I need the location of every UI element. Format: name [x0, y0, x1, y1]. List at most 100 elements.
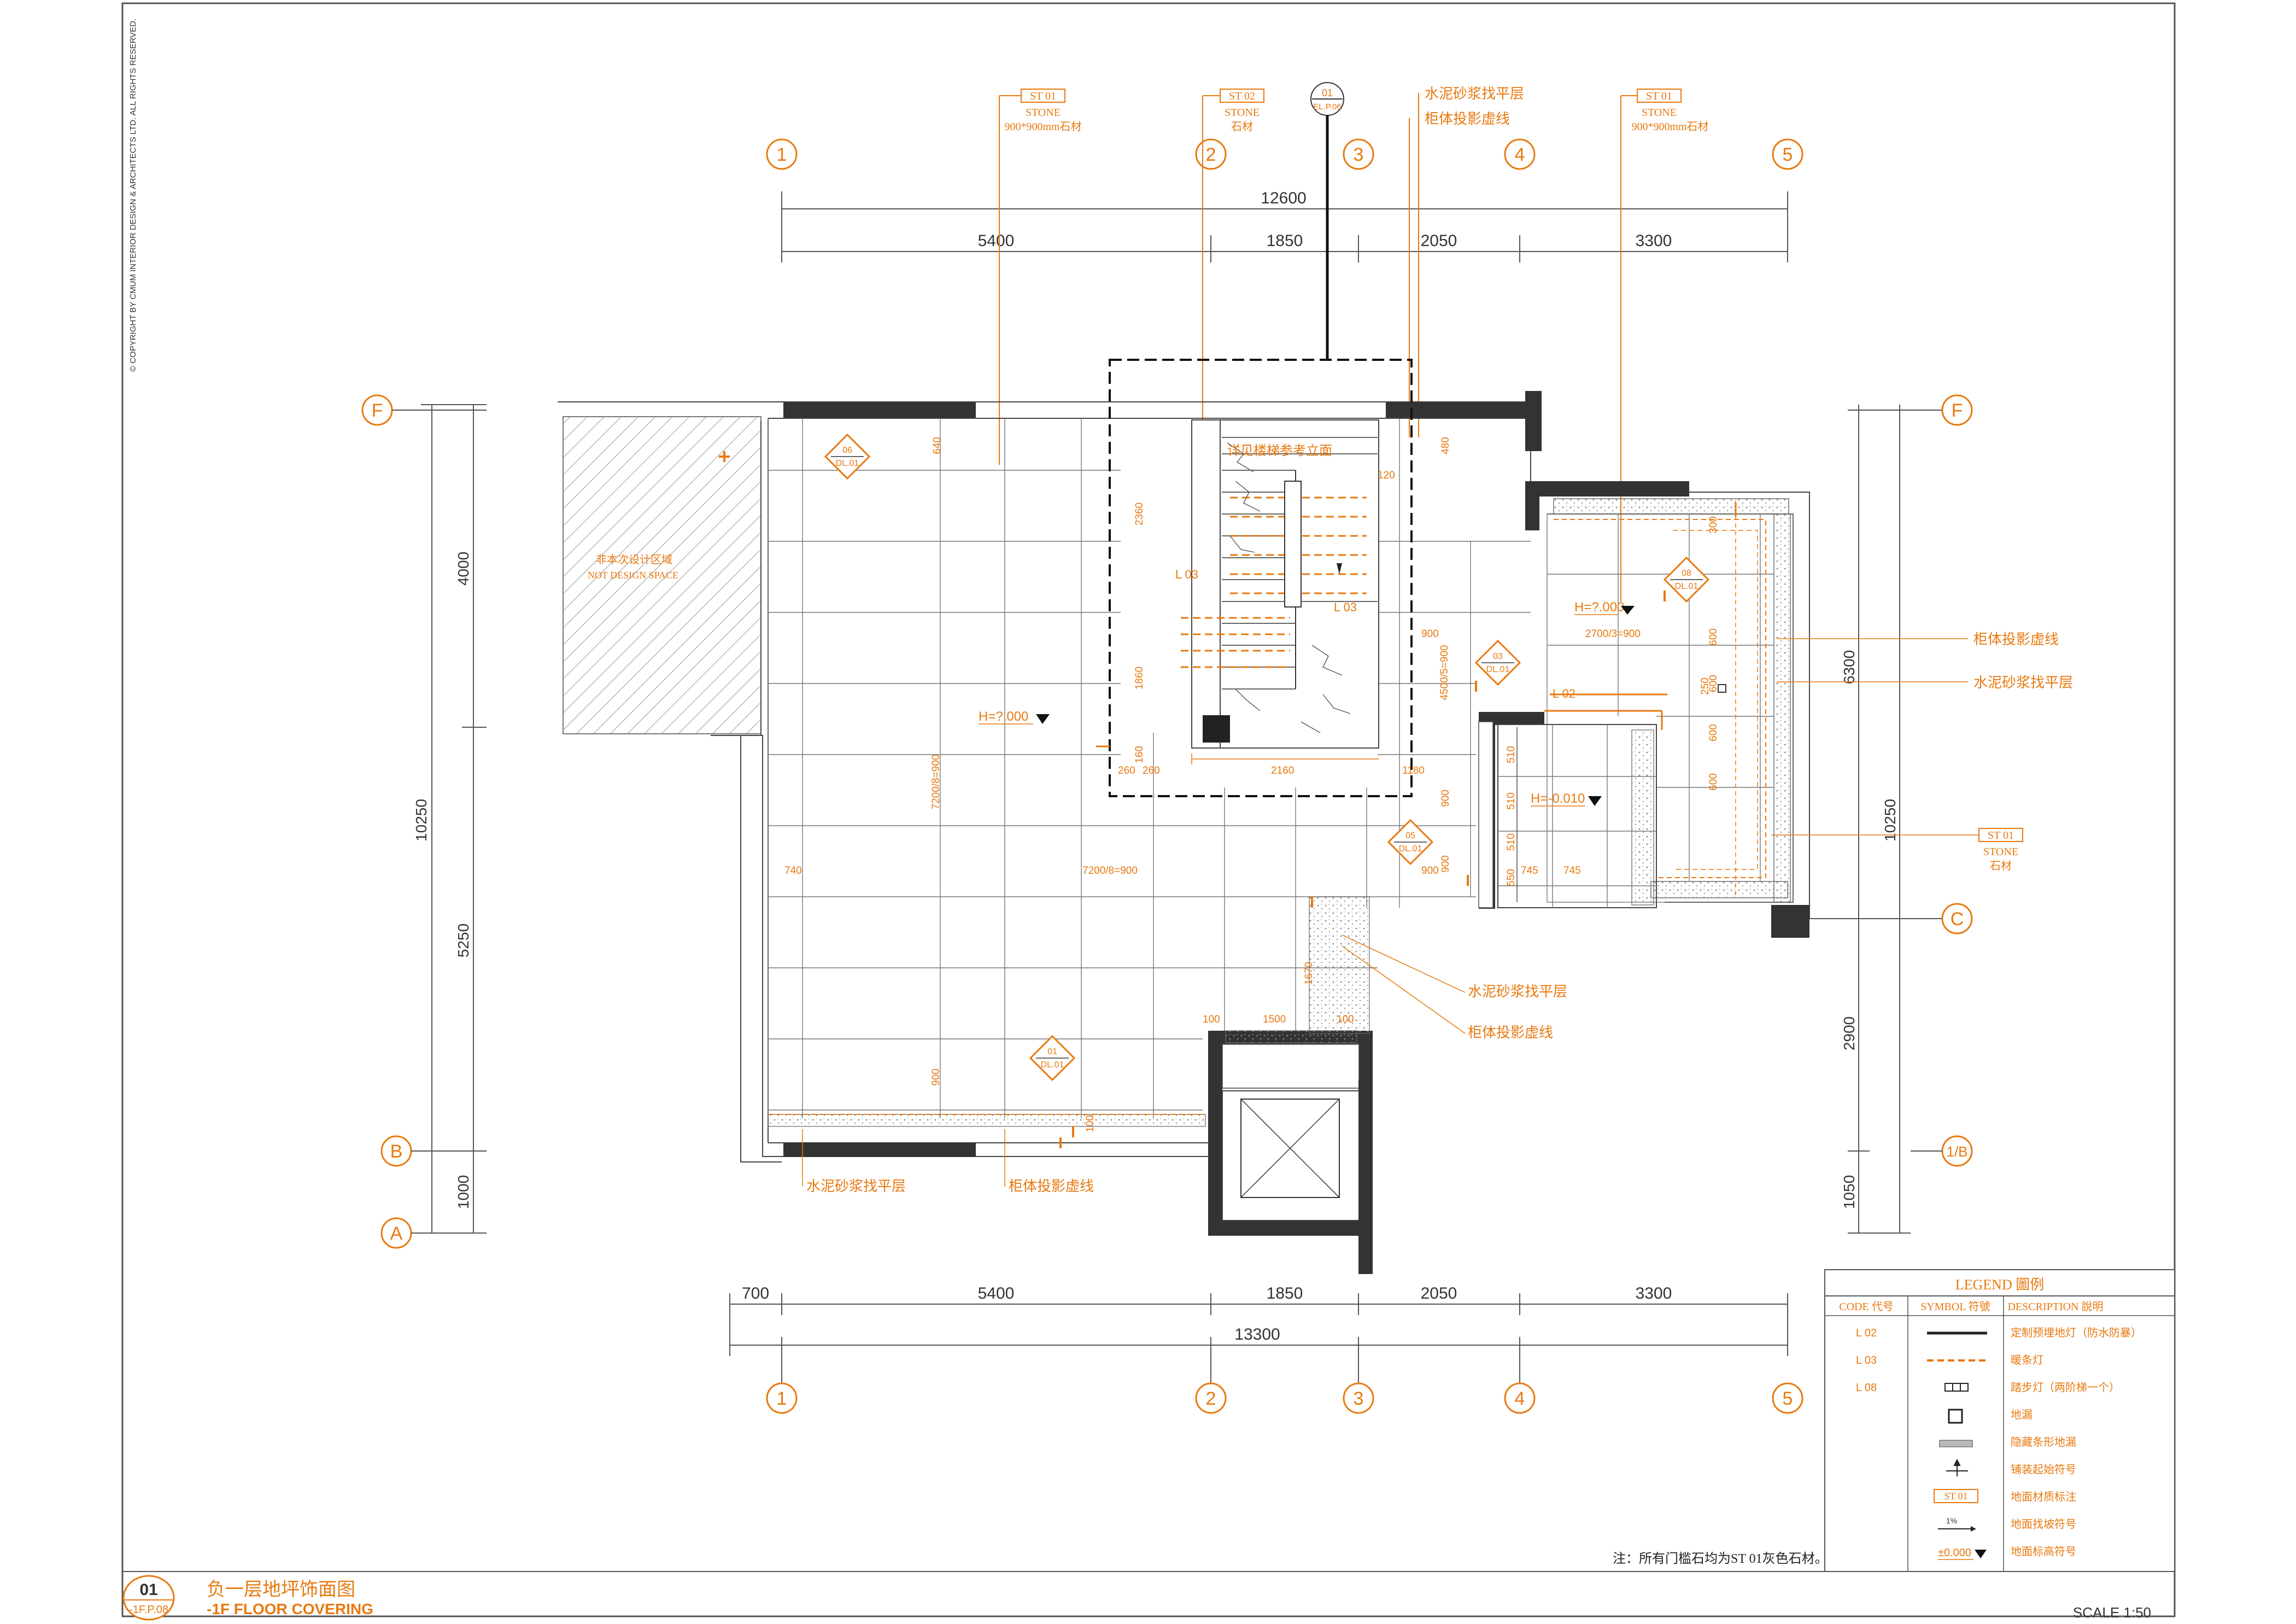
legend-title: LEGEND 圖例: [1955, 1277, 2044, 1293]
grid-label-bottom-2: 2: [1206, 1388, 1216, 1409]
plan-dim: 900: [1421, 628, 1439, 640]
legend-symbol-paving-start: [1946, 1458, 1968, 1476]
dim-right-total: 10250: [1882, 799, 1899, 842]
legend-desc: 定制预埋地灯（防水防暴）: [2011, 1327, 2142, 1339]
detail-marker: 05 DL.01: [1387, 819, 1434, 866]
legend-symbol-level: ±0.000: [1938, 1547, 1987, 1560]
detail-marker: 03 DL.01: [1474, 639, 1521, 686]
svg-text:柜体投影虚线: 柜体投影虚线: [1973, 632, 2059, 647]
sheet-number: 01: [139, 1581, 157, 1599]
material-tag: ST 01 STONE 900*900mm石材: [1620, 89, 1709, 601]
leader-annotation: 水泥砂浆找平层 柜体投影虚线: [1342, 934, 1567, 1041]
svg-text:DL.01: DL.01: [1399, 844, 1422, 854]
svg-text:DL.01: DL.01: [1675, 582, 1698, 591]
plan-dim: 100: [1337, 1014, 1354, 1025]
plan-dim: 260: [1118, 765, 1135, 776]
general-note: 注：所有门槛石均为ST 01灰色石材。: [1613, 1551, 1828, 1566]
dim-bottom-seg: 700: [742, 1284, 769, 1302]
legend-code: L 02: [1856, 1327, 1877, 1339]
svg-text:DL.01: DL.01: [1041, 1060, 1064, 1070]
dim-bottom-seg: 3300: [1636, 1284, 1672, 1302]
level-marker: H=-0.010: [1531, 791, 1602, 807]
legend-desc: 地面材质标注: [2011, 1491, 2076, 1503]
svg-text:石材: 石材: [1990, 860, 2012, 872]
plan-dim: 100: [1085, 1115, 1096, 1132]
light-code-l02: L 02: [1553, 687, 1575, 700]
plan-dim: 510: [1506, 833, 1517, 851]
plan-dim: 120: [1378, 470, 1395, 481]
wet-room: [1478, 721, 1657, 908]
grid-label-top-4: 4: [1515, 144, 1525, 165]
dim-left-seg: 4000: [455, 552, 472, 586]
svg-text:STONE: STONE: [1642, 107, 1677, 119]
plan-dim: 7200/8=900: [930, 755, 942, 810]
legend-symbol-linear-drain: [1939, 1440, 1973, 1447]
legend-desc: 地面找坡符号: [2011, 1518, 2076, 1530]
light-code-l03: L 03: [1175, 568, 1198, 581]
plan-dim: 640: [932, 437, 943, 454]
grid-label-right-c: C: [1951, 909, 1964, 930]
grid-label-right-1b: 1/B: [1946, 1143, 1967, 1160]
svg-text:EL.P.06: EL.P.06: [1313, 102, 1341, 112]
svg-text:DL.01: DL.01: [1486, 665, 1510, 674]
svg-text:05: 05: [1405, 831, 1415, 840]
right-room-tiles: [1547, 498, 1794, 903]
elevator: [1222, 896, 1373, 1236]
svg-text:H=-0.010: H=-0.010: [1531, 791, 1585, 806]
grid-label-top-5: 5: [1783, 144, 1793, 165]
dim-bottom-seg: 1850: [1267, 1284, 1303, 1302]
plan-dim: 4500/5=900: [1439, 645, 1450, 700]
plan-dim: 100: [1203, 1014, 1220, 1025]
dim-right-seg: 2900: [1841, 1017, 1858, 1050]
level-marker: H=?.000: [979, 709, 1050, 725]
legend-desc: 隐藏条形地漏: [2011, 1436, 2076, 1448]
dim-top-seg: 2050: [1421, 232, 1457, 250]
grid-label-bottom-1: 1: [777, 1388, 787, 1409]
svg-text:1%: 1%: [1946, 1516, 1957, 1525]
right-dimensions: [1848, 405, 1911, 1234]
dim-right-seg: 6300: [1841, 650, 1858, 684]
stair-area: 详见楼梯参考立面: [1109, 359, 1413, 797]
svg-text:01: 01: [1322, 87, 1333, 98]
non-design-area: [563, 416, 762, 734]
level-marker: H=?.000: [1574, 600, 1635, 615]
material-tag: ST 02 STONE 石材: [1202, 89, 1264, 465]
left-dimensions: [421, 404, 487, 1234]
svg-text:柜体投影虚线: 柜体投影虚线: [1425, 111, 1510, 127]
top-annotation: 水泥砂浆找平层 柜体投影虚线: [1409, 86, 1524, 437]
legend-code: L 08: [1856, 1382, 1877, 1394]
grid-label-left-b: B: [390, 1141, 403, 1162]
legend-desc: 地漏: [2011, 1409, 2033, 1421]
plan-dim: 900: [1440, 855, 1451, 873]
drawing-title-cn: 负一层地坪饰面图: [207, 1579, 355, 1600]
svg-text:08: 08: [1682, 569, 1691, 578]
plan-dim: 900: [930, 1068, 942, 1086]
dim-top-seg: 1850: [1267, 232, 1303, 250]
legend-header: SYMBOL 符號: [1920, 1300, 1990, 1313]
grid-bubbles-left: [361, 394, 412, 1249]
plan-dim: 300: [1708, 516, 1719, 534]
svg-text:STONE: STONE: [1983, 846, 2018, 858]
plan-dim: 2160: [1271, 765, 1294, 776]
grid-label-bottom-5: 5: [1783, 1388, 1793, 1409]
plan-dim: 900: [1421, 865, 1439, 877]
svg-text:ST 01: ST 01: [1646, 90, 1672, 102]
legend-desc: 地面标高符号: [2011, 1545, 2076, 1558]
detail-marker: 01 DL.01: [1029, 1035, 1076, 1082]
svg-text:±0.000: ±0.000: [1938, 1547, 1971, 1559]
legend-header: DESCRIPTION 說明: [2007, 1300, 2103, 1313]
non-design-label-cn: 非本次设计区域: [596, 553, 672, 566]
grid-label-bottom-3: 3: [1354, 1388, 1364, 1409]
dim-top-seg: 3300: [1636, 232, 1672, 250]
grid-label-top-2: 2: [1206, 144, 1216, 165]
svg-text:H=?.000: H=?.000: [1574, 600, 1624, 615]
bottom-dimensions: 700 5400 1850 2050 3300 13300: [729, 1284, 1788, 1383]
svg-text:ST 02: ST 02: [1229, 90, 1255, 102]
plan-dim: 7200/8=900: [1082, 865, 1138, 877]
plan-dim: 2360: [1134, 503, 1145, 525]
grid-label-bottom-4: 4: [1515, 1388, 1525, 1409]
dim-left-total: 10250: [413, 799, 430, 842]
dim-left-seg: 1000: [455, 1175, 472, 1209]
dim-left-seg: 5250: [455, 924, 472, 957]
plan-dim: 1180: [1402, 765, 1425, 776]
